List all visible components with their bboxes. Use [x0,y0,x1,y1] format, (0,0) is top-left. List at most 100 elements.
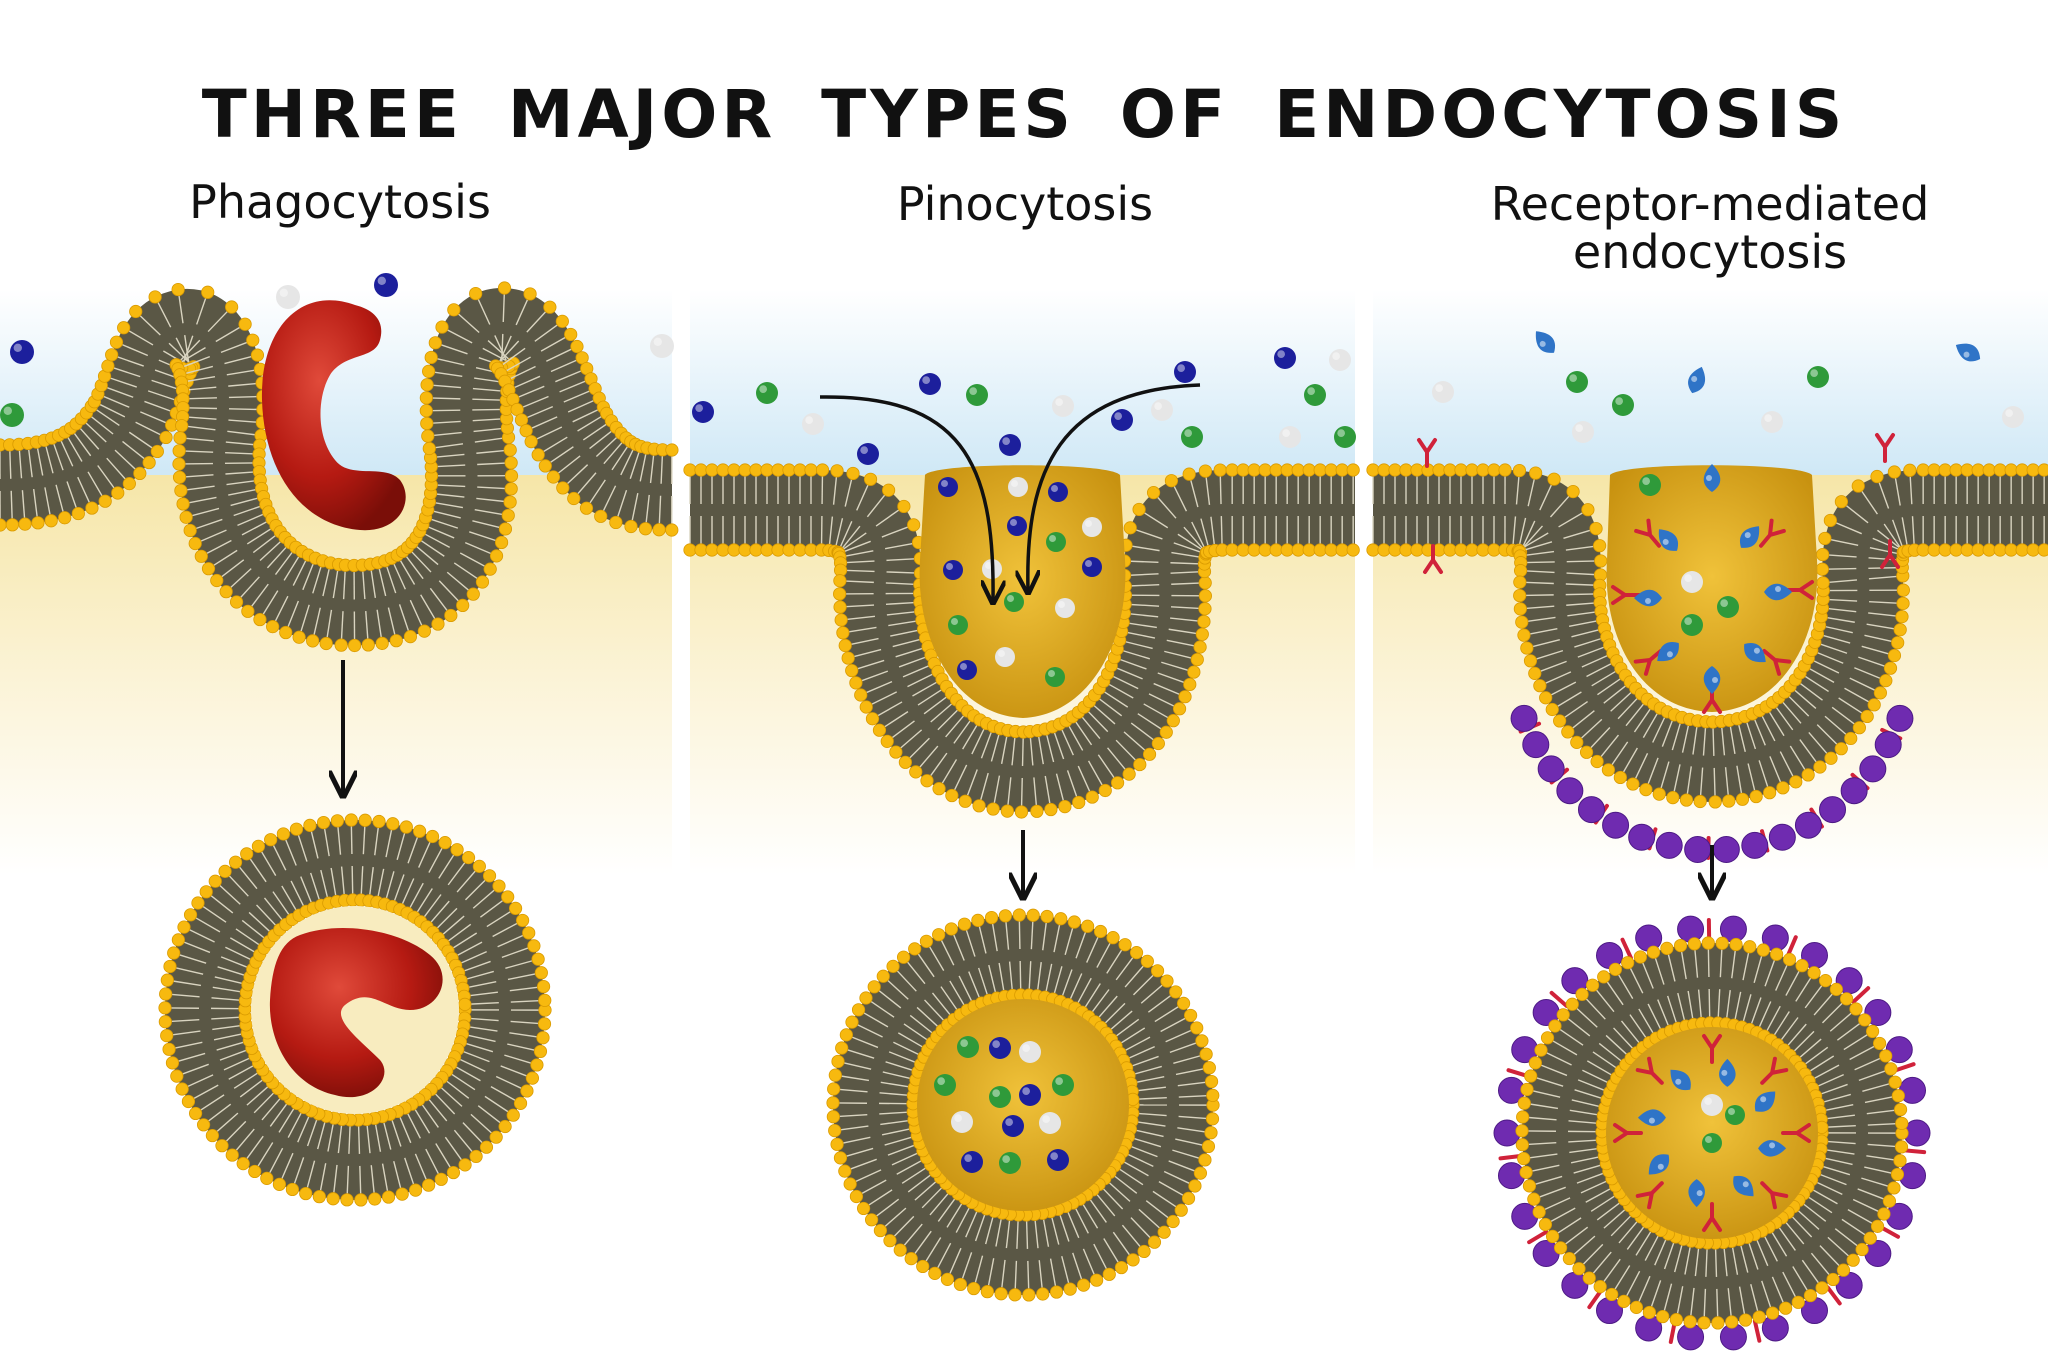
lipid-tail [387,607,397,638]
lipid-tail [1590,1251,1612,1277]
lipid-tail [1610,689,1634,712]
lipid-tail [44,443,54,474]
lipid-head [2004,543,2018,557]
lipid-head [347,638,362,653]
lipid-head [1765,1306,1780,1320]
lipid-tail [1172,1149,1203,1160]
lipid-tail [1771,1276,1786,1306]
lipid-tail [1773,704,1794,731]
lipid-tail [1649,1280,1662,1310]
lipid-head [1476,543,1490,557]
lipid-tail [890,629,921,637]
lipid-tail [1096,995,1118,1021]
lipid-tail [1586,1060,1615,1078]
lipid-tail [1128,1144,1158,1158]
particle-body [650,334,674,358]
lipid-head [536,1031,550,1045]
lipid-tail [185,407,218,410]
lipid-tail [1165,1028,1195,1043]
lipid-head [919,934,934,948]
lipid-tail [1522,594,1554,597]
lipid-tail [1841,1218,1869,1238]
lipid-tail [1801,1259,1821,1286]
lipid-tail [1821,1000,1845,1024]
lipid-head [381,1190,396,1204]
lipid-tail [1210,516,1216,548]
lipid-head [1324,463,1338,477]
lipid-tail [192,915,221,933]
clathrin-coat-unit [1794,811,1822,839]
lipid-tail [453,1129,475,1155]
lipid-tail [1854,667,1884,681]
lipid-tail [1720,724,1726,756]
lipid-tail [433,453,465,459]
lipid-tail [1102,1002,1126,1026]
lipid-head [1166,1214,1180,1229]
lipid-tail [1775,961,1789,991]
lipid-tail [1127,612,1159,618]
lipid-tail [1191,521,1207,551]
particle-shine [1002,437,1011,445]
lipid-head [438,836,452,850]
lipid-tail [1810,1252,1832,1278]
lipid-head [1982,543,1996,557]
receptor-tail [1851,986,1871,1004]
lipid-head [479,1140,494,1154]
lipid-tail [1729,723,1736,755]
lipid-head [1547,472,1561,486]
lipid-tail [52,440,64,471]
particle-shine [695,404,704,412]
lipid-head [1137,1244,1151,1259]
lipid-head [266,620,280,634]
lipid-tail [1132,528,1163,540]
lipid-tail [1523,561,1555,564]
lipid-head [980,1285,994,1299]
lipid-head [1324,543,1338,557]
lipid-head [1855,1242,1869,1257]
ligand [1764,583,1792,601]
lipid-tail [77,476,92,506]
lipid-head [1195,627,1209,641]
lipid-tail [589,428,615,450]
lipid-tail [1826,598,1858,602]
lipid-tail [1027,1260,1030,1292]
lipid-tail [515,296,530,326]
lipid-head [827,1082,841,1096]
lipid-tail [1004,918,1010,950]
lipid-head [1725,1315,1739,1329]
lipid-tail [215,325,243,343]
lipid-tail [1112,1231,1132,1258]
lipid-tail [865,1189,893,1208]
lipid-tail [467,1017,499,1022]
phagosome-membrane [158,813,552,1207]
lipid-tail [1824,1124,1856,1128]
lipid-head [386,817,400,831]
lipid-head [422,364,436,378]
lipid-tail [1103,1238,1121,1266]
lipid-tail [216,1040,247,1051]
lipid-tail [860,1010,889,1028]
particle-body [995,647,1015,667]
lipid-tail [1699,767,1704,799]
lipid-tail [435,1143,453,1171]
lipid-head [1183,677,1197,692]
lipid-tail [1800,1201,1827,1222]
lipid-tail [1126,1045,1155,1060]
lipid-tail [1626,1223,1647,1250]
lipid-tail [1844,687,1872,704]
lipid-tail [83,420,107,443]
receptor-mediated-label: Receptor-mediated endocytosis [1410,180,2010,276]
lipid-tail [1096,696,1123,717]
lipid-head [1190,1021,1204,1035]
lipid-tails [690,470,1355,813]
lipid-tail [960,1252,973,1282]
lipid-head [58,511,72,525]
particle-shine [1277,350,1285,358]
lipid-head [1377,463,1391,477]
lipid-tail [213,1032,245,1041]
lipid-tail [1827,538,1859,546]
lipid-head [422,1178,436,1192]
lipid-head [117,321,131,335]
solute-green [1566,371,1588,393]
receptor-shape [1762,649,1792,676]
